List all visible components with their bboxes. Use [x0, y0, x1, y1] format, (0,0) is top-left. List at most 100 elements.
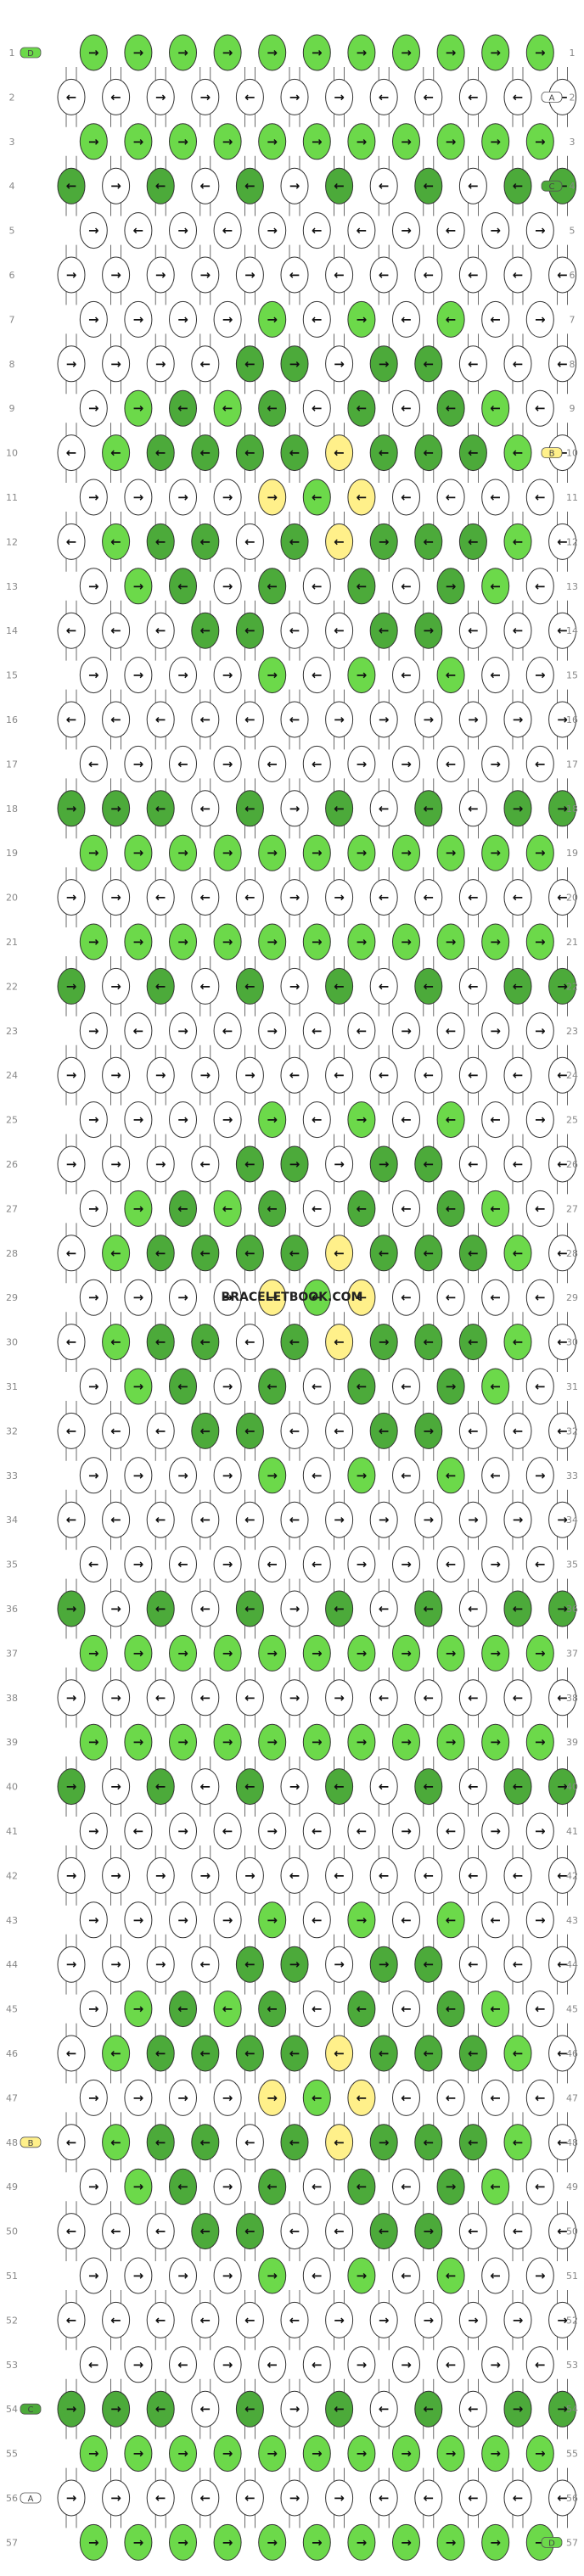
knot: → — [258, 2079, 287, 2116]
knot: ← — [369, 2213, 398, 2250]
knot: ← — [102, 612, 131, 649]
knot-arrow: ← — [468, 2046, 479, 2061]
row-number-left: 12 — [6, 536, 18, 547]
knot-arrow: ← — [289, 2312, 300, 2327]
knot: ← — [302, 1457, 331, 1494]
knot-arrow: ← — [490, 1112, 501, 1128]
knot-arrow: ← — [357, 1379, 368, 1394]
row-number-left: 30 — [6, 1337, 18, 1348]
knot: → — [280, 345, 309, 383]
knot-arrow: → — [289, 89, 300, 104]
knot: ← — [191, 167, 220, 204]
knot: ← — [191, 2124, 220, 2161]
knot-arrow: ← — [289, 1335, 300, 1350]
knot: ← — [302, 657, 331, 694]
knot: ← — [369, 256, 398, 294]
knot-arrow: → — [535, 1112, 546, 1128]
knot-arrow: → — [267, 2268, 278, 2283]
knot: ← — [57, 78, 86, 115]
knot-arrow: ← — [200, 356, 211, 372]
knot-arrow: ← — [401, 490, 412, 505]
knot: → — [280, 1679, 309, 1716]
knot-arrow: ← — [244, 1423, 256, 1438]
knot: ← — [347, 1812, 376, 1850]
knot: ← — [414, 2479, 443, 2517]
knot-arrow: ← — [357, 579, 368, 594]
knot: ← — [258, 1546, 287, 1583]
knot: → — [102, 1946, 131, 1983]
knot: ← — [302, 1101, 331, 1139]
knot: → — [102, 967, 131, 1005]
knot-arrow: → — [357, 134, 368, 149]
knot-arrow: ← — [244, 1512, 256, 1527]
knot: ← — [525, 745, 554, 782]
knot-arrow: ← — [155, 2046, 166, 2061]
knot: → — [79, 657, 108, 694]
knot-arrow: ← — [424, 2490, 435, 2506]
knot-arrow: ← — [357, 2179, 368, 2194]
knot-arrow: → — [88, 311, 99, 327]
knot-arrow: ← — [557, 1335, 568, 1350]
row-number-left: 11 — [6, 492, 18, 503]
knot-arrow: ← — [401, 311, 412, 327]
knot: → — [258, 2257, 287, 2294]
row-number-left: 9 — [9, 403, 15, 414]
knot-arrow: → — [312, 845, 323, 860]
row-number-right: 4 — [570, 181, 576, 192]
knot-arrow: ← — [88, 756, 99, 771]
knot: ← — [503, 1946, 532, 1983]
knot-arrow: ← — [490, 1912, 501, 1928]
knot: ← — [369, 1412, 398, 1449]
knot-arrow: ← — [312, 2002, 323, 2017]
knot: ← — [57, 1324, 86, 1361]
knot-arrow: ← — [490, 579, 501, 594]
knot-arrow: ← — [244, 1335, 256, 1350]
knot-arrow: → — [357, 1557, 368, 1572]
knot: ← — [280, 1056, 309, 1094]
knot-arrow: → — [244, 267, 256, 283]
row-number-right: 18 — [566, 804, 578, 815]
knot: → — [548, 1768, 577, 1806]
knot-arrow: → — [133, 934, 144, 949]
knot: ← — [503, 1324, 532, 1361]
knot: → — [525, 1901, 554, 1939]
knot-arrow: ← — [379, 2224, 390, 2239]
knot-arrow: → — [357, 1468, 368, 1483]
svg-text:A: A — [28, 2495, 34, 2504]
knot: → — [325, 2479, 354, 2517]
knot-arrow: ← — [446, 668, 457, 683]
knot: → — [169, 34, 197, 71]
knot: ← — [146, 2479, 175, 2517]
knot-arrow: → — [513, 801, 524, 816]
knot-arrow: ← — [177, 2002, 188, 2017]
knot-arrow: ← — [267, 1557, 278, 1572]
knot: → — [347, 1546, 376, 1583]
knot: ← — [503, 1768, 532, 1806]
row-number-right: 51 — [566, 2271, 578, 2282]
knot: → — [280, 879, 309, 916]
knot: → — [548, 1590, 577, 1627]
row-number-right: 57 — [566, 2537, 578, 2548]
knot-arrow: ← — [446, 1023, 457, 1039]
knot-arrow: ← — [267, 756, 278, 771]
knot: → — [369, 2301, 398, 2338]
knot-arrow: ← — [446, 311, 457, 327]
knot-arrow: ← — [312, 2090, 323, 2105]
knot-arrow: ← — [468, 2135, 479, 2150]
knot: ← — [436, 1457, 465, 1494]
knot: → — [79, 2257, 108, 2294]
knot: ← — [325, 2213, 354, 2250]
knot-arrow: → — [177, 2090, 188, 2105]
knot-arrow: → — [401, 1645, 412, 1660]
row-number-right: 36 — [566, 1604, 578, 1615]
knot-arrow: → — [379, 2135, 390, 2150]
knot: ← — [503, 2124, 532, 2161]
knot-arrow: ← — [312, 311, 323, 327]
knot: ← — [191, 2035, 220, 2072]
knot: → — [124, 1723, 153, 1761]
knot: ← — [503, 1056, 532, 1094]
knot: ← — [414, 2124, 443, 2161]
knot-arrow: → — [222, 1290, 233, 1305]
knot: ← — [280, 1412, 309, 1449]
